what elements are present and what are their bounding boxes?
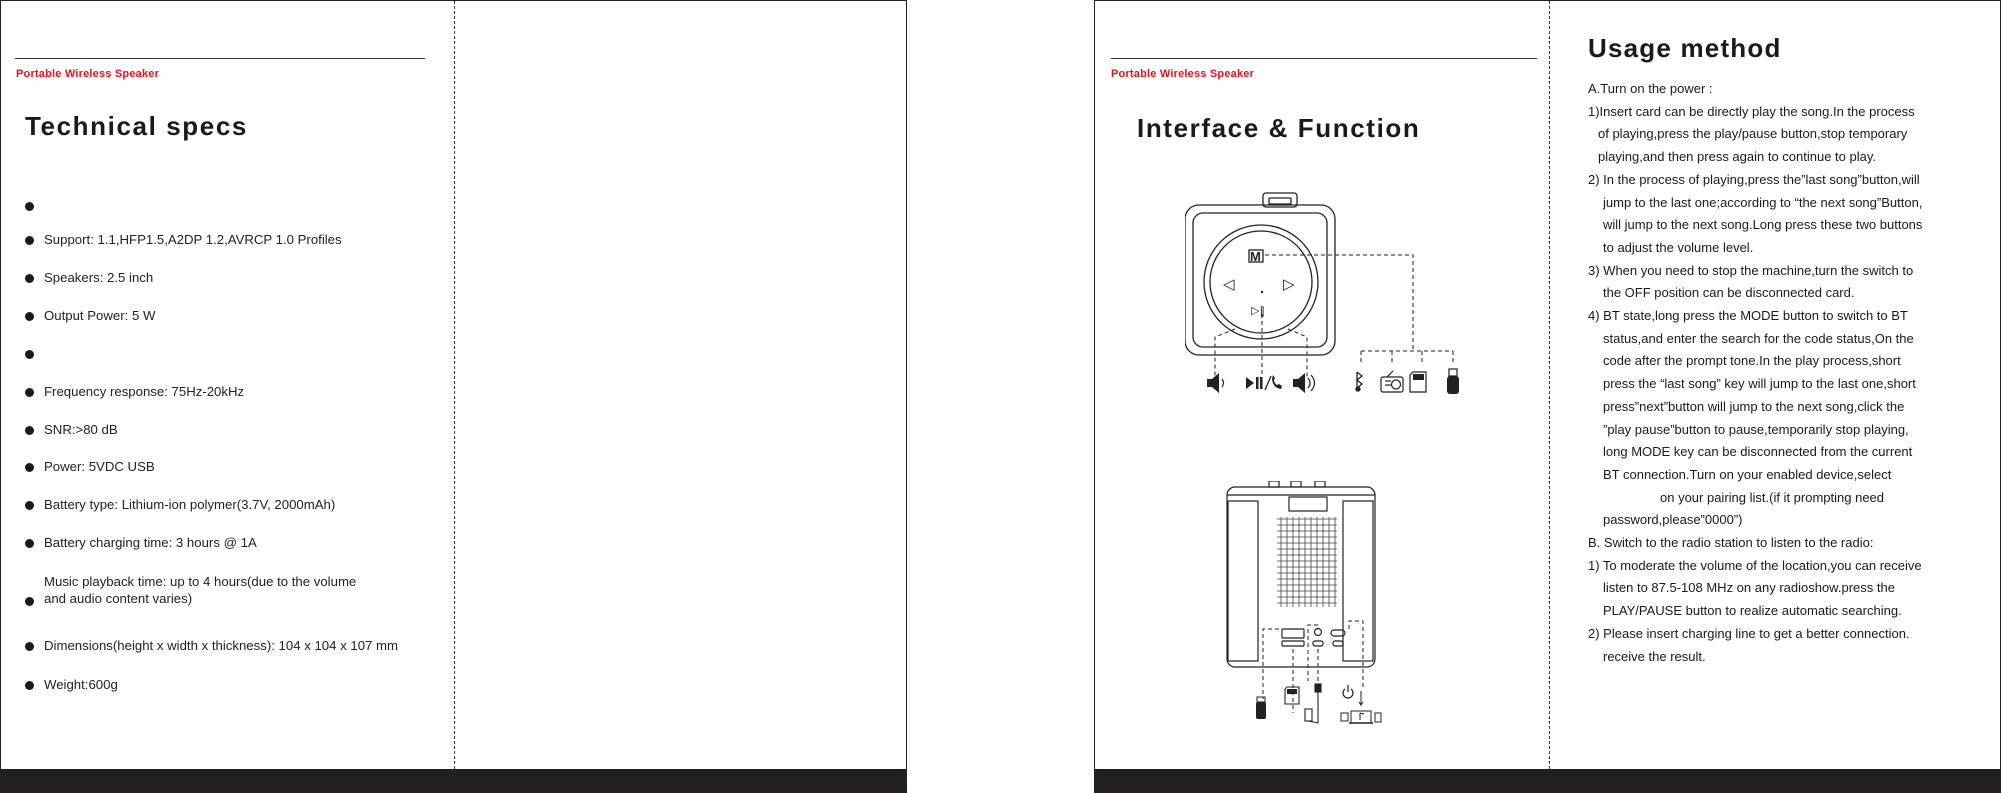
aux-plug-icon xyxy=(1304,683,1322,724)
spec-item: Battery charging time: 3 hours @ 1A xyxy=(25,534,257,551)
usage-line: press the “last song” key will jump to t… xyxy=(1603,376,1916,392)
tf-card-mode-icon xyxy=(1409,371,1427,393)
usage-line: long MODE key can be disconnected from t… xyxy=(1603,444,1913,460)
page-title: Technical specs xyxy=(25,111,248,141)
right-page: Portable Wireless Speaker Interface & Fu… xyxy=(1094,0,2001,793)
usage-line: password,please”0000”) xyxy=(1603,512,1743,528)
bullet-icon xyxy=(25,597,34,606)
fold-line xyxy=(1549,1,1550,769)
usage-line: to adjust the volume level. xyxy=(1603,239,1754,255)
usage-method-text: A.Turn on the power : 1)Insert card can … xyxy=(1588,78,1968,668)
volume-up-icon xyxy=(1293,373,1316,393)
usage-line: 1) To moderate the volume of the locatio… xyxy=(1588,557,1922,573)
usage-line: 2) In the process of playing,press the”l… xyxy=(1588,171,1920,187)
play-pause-phone-icon xyxy=(1246,375,1282,391)
next-button: ▷ xyxy=(1283,275,1295,293)
spec-item: Battery type: Lithium-ion polymer(3.7V, … xyxy=(25,496,335,513)
usage-line: on your pairing list.(if it prompting ne… xyxy=(1660,489,1885,505)
usb-drive-icon xyxy=(1256,696,1266,719)
bullet-icon xyxy=(25,236,34,245)
bullet-icon xyxy=(25,312,34,321)
spec-item: Output Power: 5 W xyxy=(25,307,155,324)
usage-line: listen to 87.5-108 MHz on any radioshow.… xyxy=(1603,580,1895,596)
tf-card-icon xyxy=(1284,686,1300,705)
usage-line: playing,and then press again to continue… xyxy=(1598,149,1877,165)
charging-icon xyxy=(1340,691,1382,724)
bottom-panel-diagram xyxy=(1226,481,1382,724)
volume-down-icon xyxy=(1207,373,1225,393)
usage-line: receive the result. xyxy=(1603,648,1706,664)
bullet-icon xyxy=(25,426,34,435)
left-page: Portable Wireless Speaker Technical spec… xyxy=(0,0,907,793)
usage-line: ”play pause”button to pause,temporarily … xyxy=(1603,421,1909,437)
radio-mode-icon xyxy=(1380,370,1404,393)
usage-line: of playing,press the play/pause button,s… xyxy=(1598,126,1908,142)
usage-line: will jump to the next song.Long press th… xyxy=(1603,217,1923,233)
power-icon xyxy=(1342,685,1354,699)
section-title: Interface & Function xyxy=(1137,113,1421,143)
spec-item: Power: 5VDC USB xyxy=(25,458,155,475)
spec-item: Dimensions(height x width x thickness): … xyxy=(25,637,398,654)
usage-line: 4) BT state,long press the MODE button t… xyxy=(1588,308,1908,324)
footer-bar xyxy=(1,769,906,792)
header-rule xyxy=(1111,58,1537,59)
spec-item: Weight:600g xyxy=(25,676,118,693)
usage-line: the OFF position can be disconnected car… xyxy=(1603,285,1855,301)
bullet-icon xyxy=(25,388,34,397)
play-pause-button: ▷‖ xyxy=(1251,304,1265,317)
usage-line: code after the prompt tone.In the play p… xyxy=(1603,353,1901,369)
spec-item: Speakers: 2.5 inch xyxy=(25,269,153,286)
header-rule xyxy=(15,58,425,59)
usage-line: press”next”button will jump to the next … xyxy=(1603,398,1905,414)
spec-item: Support: 1.1,HFP1.5,A2DP 1.2,AVRCP 1.0 P… xyxy=(25,231,342,248)
bullet-icon xyxy=(25,350,34,359)
usage-line: status,and enter the search for the code… xyxy=(1603,330,1914,346)
spec-item: Music playback time: up to 4 hours(due t… xyxy=(25,573,356,607)
bullet-icon xyxy=(25,681,34,690)
usage-line: 1)Insert card can be directly play the s… xyxy=(1588,103,1915,119)
usage-line: A.Turn on the power : xyxy=(1588,81,1713,96)
bullet-icon xyxy=(25,501,34,510)
brand-label: Portable Wireless Speaker xyxy=(1111,68,1255,80)
bullet-icon xyxy=(25,642,34,651)
usage-line: 2) Please insert charging line to get a … xyxy=(1588,625,1910,641)
footer-bar xyxy=(1095,769,2000,792)
usage-line: PLAY/PAUSE button to realize automatic s… xyxy=(1603,603,1902,619)
prev-button: ◁ xyxy=(1223,275,1235,293)
usage-line: 3) When you need to stop the machine,tur… xyxy=(1588,262,1914,278)
mode-button: M xyxy=(1250,249,1261,264)
usb-mode-icon xyxy=(1447,368,1459,394)
front-panel-diagram: M ◁ ▷ ▷‖ xyxy=(1185,192,1459,394)
bt-mode-icon xyxy=(1355,371,1364,392)
usage-line: BT connection.Turn on your enabled devic… xyxy=(1603,466,1892,482)
spec-item: Frequency response: 75Hz-20kHz xyxy=(25,383,244,400)
bullet-icon xyxy=(25,274,34,283)
bullet-icon xyxy=(25,202,34,211)
spec-item: SNR:>80 dB xyxy=(25,421,118,438)
usage-title: Usage method xyxy=(1588,33,1782,63)
bullet-icon xyxy=(25,463,34,472)
fold-line xyxy=(454,1,455,769)
usage-line: jump to the last one;according to “the n… xyxy=(1603,194,1923,210)
usage-line: B. Switch to the radio station to listen… xyxy=(1588,535,1874,551)
brand-label: Portable Wireless Speaker xyxy=(16,68,160,80)
bullet-icon xyxy=(25,539,34,548)
